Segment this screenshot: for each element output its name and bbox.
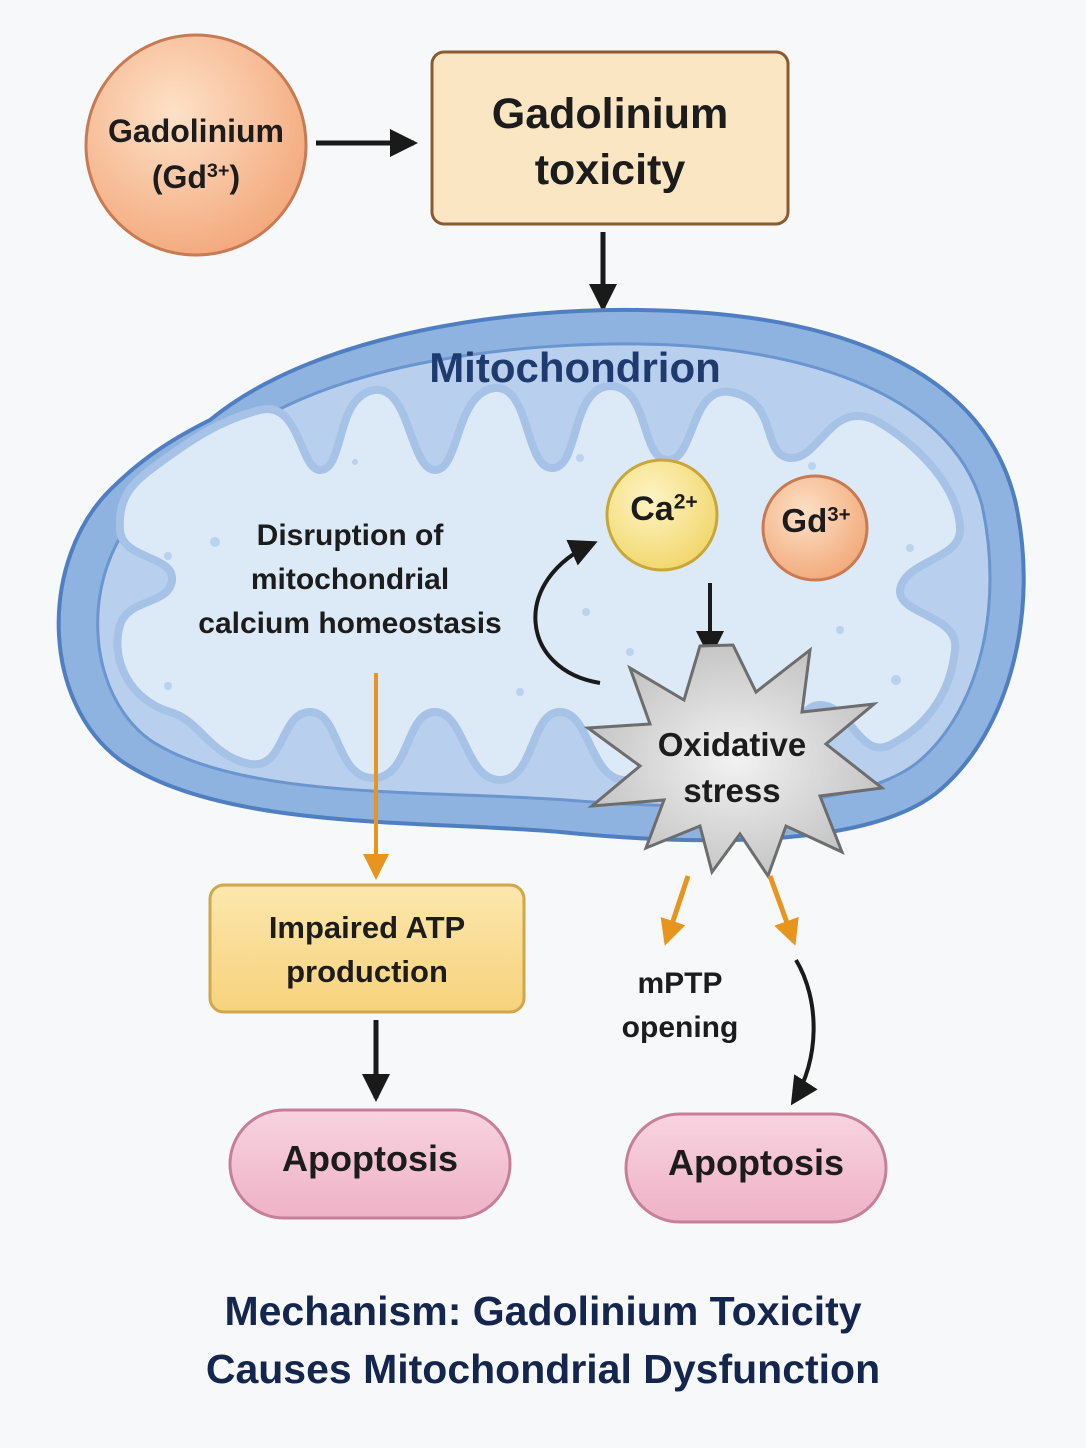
calcium-ion-circle [605,458,719,572]
mptp-line2: opening [621,1011,739,1044]
diagram-caption: Mechanism: Gadolinium Toxicity Causes Mi… [0,1282,1086,1398]
gadolinium-circle [84,33,308,257]
disruption-line2: mitochondrial [250,563,450,596]
disruption-line1: Disruption of [256,519,444,552]
toxicity-line2: toxicity [534,146,686,194]
apoptosis-left-label: Apoptosis [282,1138,458,1179]
gadolinium-ion-formula: (Gd3+) [151,159,241,195]
oxidative-stress-line2: stress [683,772,781,809]
gadolinium-name: Gadolinium [108,113,284,149]
atp-label: Impaired ATP production [210,906,524,994]
oxidative-stress-line1: Oxidative [657,726,807,763]
arrow-stress-to-mptp [660,875,691,946]
gadolinium-ion-circle [761,474,869,582]
toxicity-box [430,50,790,226]
arrow-stress-to-apoptosis [767,875,799,946]
mptp-line1: mPTP [637,967,723,1000]
apoptosis-right-label: Apoptosis [668,1142,844,1183]
caption-line1: Mechanism: Gadolinium Toxicity [224,1288,862,1334]
arrow-feedback-to-calcium [533,539,601,685]
apoptosis-left-box [228,1108,512,1220]
oxidative-stress-burst [583,643,886,880]
calcium-ion-label: Ca2+ [630,490,698,528]
mptp-label: mPTP opening [570,962,790,1050]
gadolinium-label: Gadolinium (Gd3+) [86,108,306,200]
matrix-granules [164,454,914,696]
atp-line2: production [286,954,448,989]
toxicity-line1: Gadolinium [491,90,729,138]
apoptosis-right-box [624,1112,888,1224]
disruption-label: Disruption of mitochondrial calcium home… [180,514,520,646]
mitochondrion-title: Mitochondrion [429,344,721,391]
caption-line2: Causes Mitochondrial Dysfunction [205,1346,881,1392]
toxicity-label: Gadolinium toxicity [432,86,788,198]
arrow-mptp-to-apoptosis [790,958,818,1106]
oxidative-stress-label: Oxidative stress [600,722,864,814]
atp-line1: Impaired ATP [268,910,466,945]
gadolinium-ion-label: Gd3+ [781,502,851,539]
atp-box [208,883,526,1014]
disruption-line3: calcium homeostasis [198,607,502,640]
